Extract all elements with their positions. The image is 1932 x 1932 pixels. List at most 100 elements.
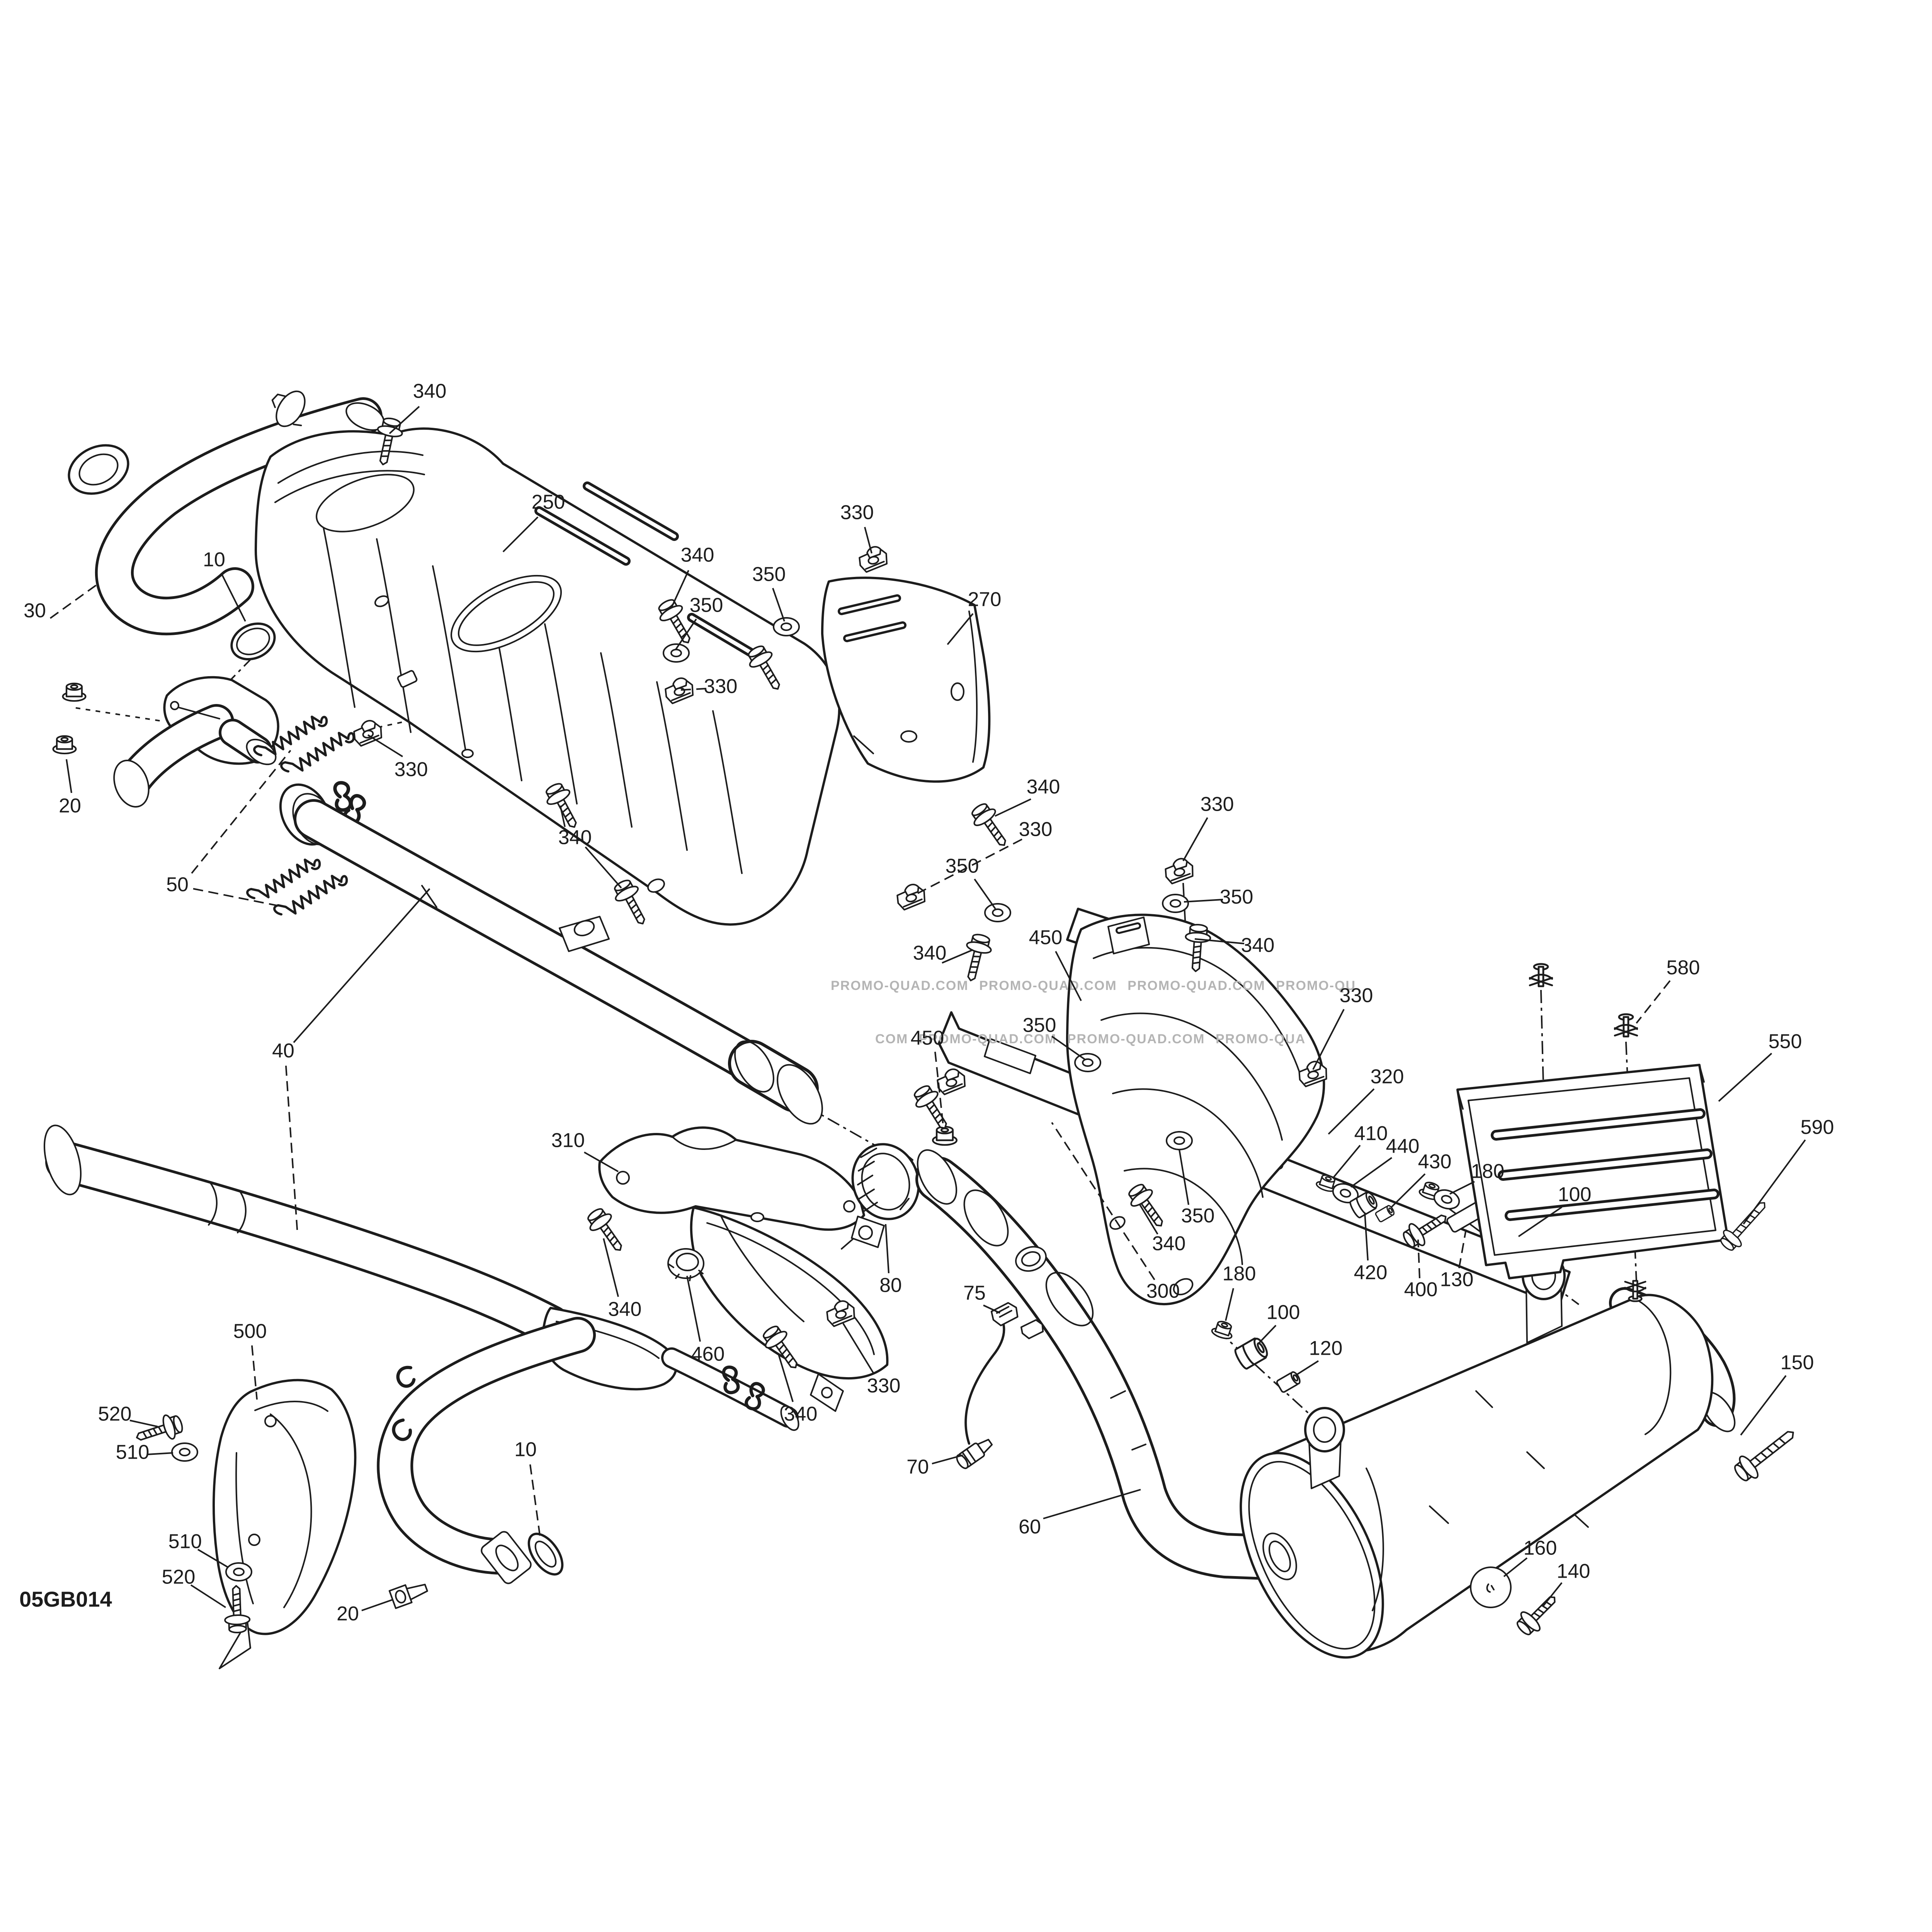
part-number-340: 340 — [681, 544, 714, 566]
clip-nut-330d — [894, 881, 928, 912]
callout-590-28: 590 — [1743, 1116, 1834, 1225]
part-number-500: 500 — [233, 1320, 267, 1343]
diagram-code: 05GB014 — [19, 1587, 112, 1611]
callout-410-29: 410 — [1333, 1122, 1388, 1178]
callout-100-50: 100 — [1257, 1301, 1300, 1345]
callout-320-25: 320 — [1328, 1066, 1404, 1135]
callout-340-0: 340 — [389, 380, 446, 434]
callout-70-47: 70 — [906, 1454, 963, 1478]
callout-400-35: 400 — [1404, 1239, 1437, 1301]
part-number-450: 450 — [911, 1027, 944, 1049]
part-number-330: 330 — [840, 502, 874, 524]
mid-pipe-60 — [910, 1149, 1267, 1557]
washer-350a — [663, 643, 690, 663]
oxygen-sensor-70 — [956, 1302, 1044, 1469]
part-number-340: 340 — [913, 942, 947, 964]
grille-plate-550 — [1456, 1064, 1729, 1279]
callout-340-40: 340 — [1139, 1204, 1186, 1255]
callout-300-39: 300 — [1051, 1122, 1180, 1303]
part-number-140: 140 — [1557, 1560, 1590, 1583]
part-number-30: 30 — [24, 600, 46, 622]
callout-130-36: 130 — [1440, 1229, 1474, 1291]
washer-510a — [171, 1442, 198, 1462]
part-number-250: 250 — [532, 491, 565, 514]
bolt-340e — [958, 931, 995, 985]
callout-330-11: 330 — [840, 502, 874, 554]
callout-510-57: 510 — [116, 1441, 173, 1464]
part-number-450: 450 — [1029, 927, 1063, 949]
part-number-310: 310 — [551, 1129, 585, 1152]
nut-450b — [933, 1127, 957, 1145]
callout-520-59: 520 — [162, 1566, 226, 1608]
bolt-340d — [966, 799, 1015, 853]
callout-350-16: 350 — [946, 855, 996, 910]
part-number-60: 60 — [1019, 1516, 1041, 1538]
part-number-340: 340 — [784, 1403, 818, 1425]
part-number-350: 350 — [1023, 1014, 1056, 1037]
part-number-340: 340 — [413, 380, 447, 403]
callout-100-33: 100 — [1518, 1184, 1591, 1237]
callout-330-15: 330 — [917, 818, 1053, 894]
callout-350-9: 350 — [675, 594, 723, 651]
push-pin-580a — [1530, 964, 1552, 986]
part-number-520: 520 — [162, 1566, 196, 1588]
connector-75-mate — [1020, 1319, 1044, 1339]
manifold-elbow — [113, 676, 279, 808]
callout-340-14: 340 — [995, 776, 1060, 817]
callout-330-6: 330 — [367, 734, 428, 781]
part-number-50: 50 — [166, 874, 189, 896]
bolt-140 — [1513, 1588, 1563, 1639]
part-number-330: 330 — [1019, 818, 1053, 841]
callout-150-52: 150 — [1740, 1352, 1814, 1436]
lower-y-pipe — [43, 1124, 799, 1609]
part-number-180: 180 — [1223, 1263, 1256, 1285]
bolt-150 — [1729, 1421, 1802, 1486]
callout-30-3: 30 — [24, 583, 99, 622]
callout-510-58: 510 — [168, 1531, 229, 1568]
callout-340-21: 340 — [913, 942, 973, 964]
flange-nut-20b — [53, 736, 76, 753]
part-number-180: 180 — [1471, 1160, 1505, 1183]
callout-60-48: 60 — [1019, 1489, 1141, 1538]
grommet-100b — [1233, 1336, 1270, 1370]
callout-160-53: 160 — [1503, 1537, 1557, 1577]
part-number-350: 350 — [1181, 1205, 1215, 1227]
callout-520-56: 520 — [98, 1403, 158, 1427]
heat-shield-320 — [1066, 913, 1325, 1306]
part-number-440: 440 — [1386, 1135, 1420, 1158]
part-number-510: 510 — [168, 1531, 202, 1553]
callout-250-1: 250 — [502, 491, 565, 553]
callout-310-37: 310 — [551, 1129, 619, 1172]
part-number-340: 340 — [1152, 1233, 1186, 1255]
part-number-130: 130 — [1440, 1269, 1474, 1291]
callout-180-49: 180 — [1223, 1263, 1256, 1321]
callout-430-31: 430 — [1390, 1151, 1451, 1208]
callout-340-7: 340 — [558, 805, 622, 889]
flange-nut-20a — [63, 684, 86, 701]
part-number-80: 80 — [879, 1274, 902, 1297]
callout-340-19: 340 — [1194, 934, 1274, 957]
callout-340-45: 340 — [777, 1353, 818, 1425]
callout-330-17: 330 — [1182, 793, 1234, 861]
callout-10-2: 10 — [203, 549, 246, 622]
callout-340-8: 340 — [671, 544, 714, 608]
part-number-550: 550 — [1769, 1031, 1802, 1053]
washer-350b — [773, 617, 800, 636]
part-number-300: 300 — [1146, 1280, 1180, 1303]
part-number-590: 590 — [1801, 1116, 1834, 1139]
callout-440-30: 440 — [1350, 1135, 1420, 1188]
callout-340-42: 340 — [603, 1238, 641, 1321]
callout-330-24: 330 — [1312, 985, 1373, 1070]
callout-270-13: 270 — [947, 588, 1001, 645]
part-number-330: 330 — [1201, 793, 1234, 816]
callout-500-55: 500 — [233, 1320, 267, 1400]
callout-350-18: 350 — [1184, 886, 1253, 908]
callout-330-12: 330 — [678, 675, 737, 698]
push-pin-580b — [1615, 1014, 1637, 1037]
clip-nut-330e — [1163, 856, 1196, 885]
callout-350-22: 350 — [1023, 1014, 1086, 1060]
gasket-ring-upper — [230, 622, 276, 661]
callout-120-51: 120 — [1294, 1337, 1342, 1376]
callout-50-5: 50 — [166, 750, 291, 908]
nut-180b — [1210, 1318, 1236, 1342]
